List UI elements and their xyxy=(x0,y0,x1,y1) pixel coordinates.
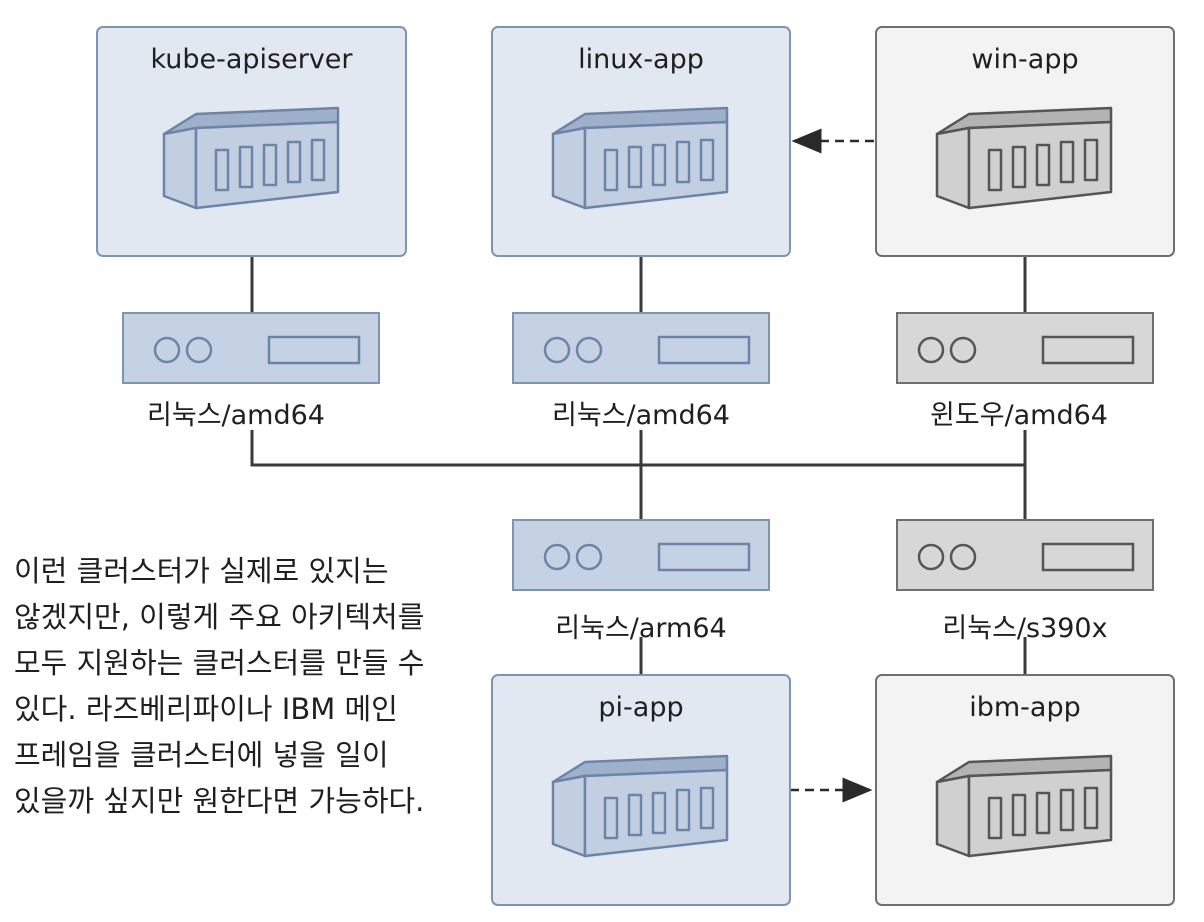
pi-app-title: pi-app xyxy=(598,692,684,723)
ibm-app-card: ibm-app xyxy=(875,674,1175,906)
linux-app-card: linux-app xyxy=(491,26,791,257)
win-app-card: win-app xyxy=(875,26,1175,257)
node-label-linux-s390x: 리눅스/s390x xyxy=(942,613,1108,644)
server-node-linux-arm64 xyxy=(512,519,770,591)
container-icon xyxy=(935,754,1113,858)
server-icon xyxy=(543,542,751,572)
container-icon xyxy=(162,106,339,210)
linux-app-title: linux-app xyxy=(578,44,704,75)
container-icon xyxy=(551,106,729,210)
server-node-linux-amd64-b xyxy=(512,312,770,384)
server-icon xyxy=(917,335,1135,365)
container-icon xyxy=(935,106,1113,210)
server-node-linux-amd64-a xyxy=(122,312,380,384)
kube-apiserver-card: kube-apiserver xyxy=(96,26,407,257)
caption-line: 있다. 라즈베리파이나 IBM 메인 xyxy=(14,692,398,726)
diagram-caption: 이런 클러스터가 실제로 있지는 않겠지만, 이렇게 주요 아키텍처를 모두 지… xyxy=(14,548,474,824)
node-label-linux-amd64-b: 리눅스/amd64 xyxy=(552,400,730,431)
node-label-windows-amd64: 윈도우/amd64 xyxy=(930,400,1108,431)
caption-line: 있을까 싶지만 원한다면 가능하다. xyxy=(14,784,425,818)
node-label-linux-amd64-a: 리눅스/amd64 xyxy=(147,400,325,431)
server-icon xyxy=(543,335,751,365)
win-app-title: win-app xyxy=(971,44,1079,75)
server-node-linux-s390x xyxy=(896,519,1154,591)
container-icon xyxy=(551,754,729,858)
caption-line: 모두 지원하는 클러스터를 만들 수 xyxy=(14,646,425,680)
ibm-app-title: ibm-app xyxy=(969,692,1081,723)
server-node-windows-amd64 xyxy=(896,312,1154,384)
node-label-linux-arm64: 리눅스/arm64 xyxy=(555,613,727,644)
caption-line: 프레임을 클러스터에 넣을 일이 xyxy=(14,738,389,772)
kube-apiserver-title: kube-apiserver xyxy=(150,44,353,75)
server-icon xyxy=(917,542,1135,572)
server-icon xyxy=(153,335,361,365)
pi-app-card: pi-app xyxy=(491,674,791,906)
caption-line: 않겠지만, 이렇게 주요 아키텍처를 xyxy=(14,600,425,634)
network-bus xyxy=(250,430,1025,467)
caption-line: 이런 클러스터가 실제로 있지는 xyxy=(14,554,389,588)
